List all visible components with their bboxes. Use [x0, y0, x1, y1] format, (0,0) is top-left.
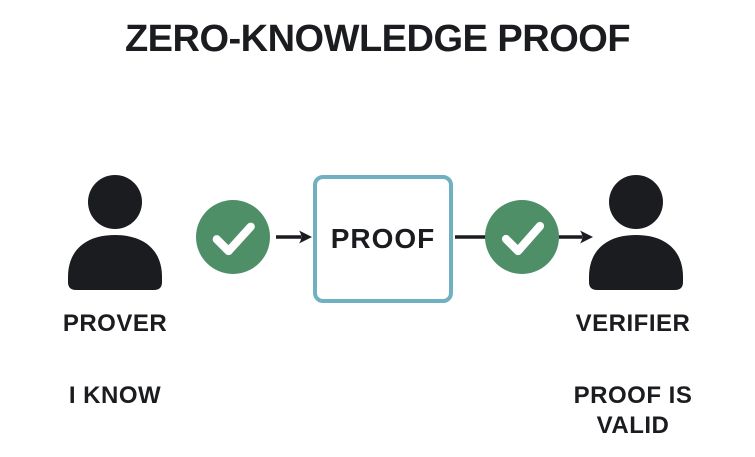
- check-circle-icon: [196, 200, 270, 274]
- checkmark-icon: [501, 221, 545, 256]
- prover-caption: I KNOW: [68, 382, 162, 409]
- verifier-label: VERIFIER: [575, 310, 691, 337]
- prover-label: PROVER: [62, 310, 168, 337]
- checkmark-icon: [212, 222, 255, 256]
- person-icon: [68, 175, 162, 290]
- proof-box: PROOF: [313, 175, 453, 303]
- arrow-right-icon: [455, 197, 593, 277]
- proof-box-label: PROOF: [330, 223, 436, 254]
- page-title: ZERO-KNOWLEDGE PROOF: [124, 18, 631, 60]
- check-circle-icon: [485, 200, 559, 274]
- prover-figure: [68, 175, 162, 290]
- arrow-right-icon: [276, 229, 312, 245]
- verifier-figure: [589, 175, 683, 290]
- person-icon: [589, 175, 683, 290]
- verifier-caption: PROOF IS VALID: [573, 382, 693, 439]
